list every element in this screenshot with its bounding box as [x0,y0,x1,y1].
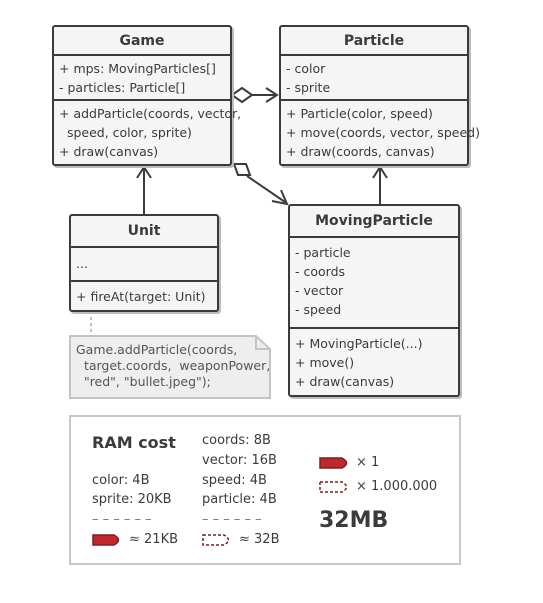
particle-field-cost: sprite: 20KB [92,492,172,507]
class-game-methods: + addParticle(coords, vector, speed, col… [54,101,242,164]
class-unit: Unit ... + fireAt(target: Unit) [69,214,219,312]
legend-particle-icon [319,457,348,469]
class-unit-methods: + fireAt(target: Unit) [71,282,217,309]
moving-dashes: – – – – – – [202,512,262,527]
field: - particle [295,245,351,260]
moving-bullet-icon [202,534,230,546]
class-game: Game + mps: MovingParticles[] - particle… [52,25,242,166]
method: + addParticle(coords, vector, [59,106,242,121]
particle-total: ≈ 21KB [129,532,179,547]
field: - vector [295,283,344,298]
game-particle-aggregation [230,86,279,104]
class-particle-methods: + Particle(color, speed) + move(coords, … [281,101,480,164]
class-unit-fields: ... [71,248,217,282]
method: + draw(coords, canvas) [286,144,435,159]
field: - coords [295,264,346,279]
method: speed, color, sprite) [59,125,192,140]
class-moving-particle-methods: + MovingParticle(...) + move() + draw(ca… [290,329,458,394]
legend-moving-icon [319,481,348,493]
method: + draw(canvas) [295,374,395,389]
class-particle-fields: - color - sprite [281,56,467,101]
movingparticle-particle-association [372,165,388,204]
field: - particles: Particle[] [59,80,186,95]
moving-field-cost: vector: 16B [202,453,277,468]
field: - color [286,61,326,76]
field: + mps: MovingParticles[] [59,61,216,76]
ram-cost-title: RAM cost [92,433,176,452]
field: - speed [295,302,342,317]
method: + fireAt(target: Unit) [76,289,206,304]
method: + MovingParticle(...) [295,336,423,351]
particle-field-cost: color: 4B [92,473,150,488]
ram-cost-panel: RAM cost color: 4B sprite: 20KB – – – – … [69,415,461,565]
method: + Particle(color, speed) [286,106,433,121]
method: + move(coords, vector, speed) [286,125,480,140]
method: + move() [295,355,355,370]
method: + draw(canvas) [59,144,159,159]
class-moving-particle: MovingParticle - particle - coords - vec… [288,204,460,397]
class-unit-name: Unit [71,216,217,248]
note-line: "red", "bullet.jpeg"); [76,374,211,389]
usage-note: Game.addParticle(coords, target.coords, … [76,342,270,390]
class-moving-particle-name: MovingParticle [290,206,458,238]
moving-field-cost: speed: 4B [202,473,267,488]
particle-bullet-icon [92,534,120,546]
note-line: target.coords, weaponPower, [76,358,271,373]
legend-moving-count: × 1.000.000 [356,479,438,494]
class-game-fields: + mps: MovingParticles[] - particles: Pa… [54,56,230,101]
field: - sprite [286,80,331,95]
particle-dashes: – – – – – – [92,512,152,527]
moving-total: ≈ 32B [239,532,280,547]
class-moving-particle-fields: - particle - coords - vector - speed [290,238,458,329]
moving-field-cost: particle: 4B [202,492,277,507]
note-line: Game.addParticle(coords, [76,342,238,357]
class-game-name: Game [54,27,230,56]
note-shape [69,335,271,399]
legend-particle-count: × 1 [356,455,380,470]
class-particle: Particle - color - sprite + Particle(col… [279,25,480,166]
class-particle-name: Particle [281,27,467,56]
game-movingparticle-aggregation [232,163,289,206]
moving-field-cost: coords: 8B [202,433,271,448]
total-ram: 32MB [319,508,389,533]
unit-game-dependency [136,165,152,214]
field: ... [76,256,88,271]
